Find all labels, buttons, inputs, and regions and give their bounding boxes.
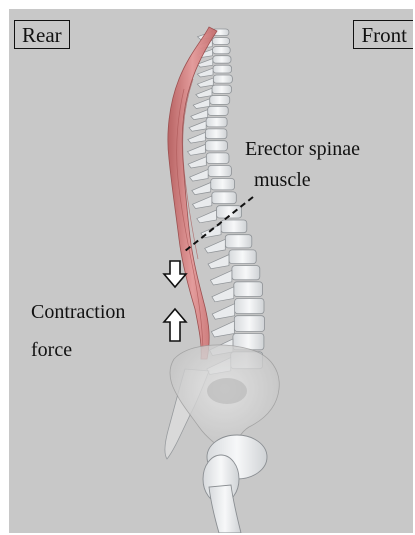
figure-panel: Rear Front Erector spinae muscle Contrac…: [9, 9, 413, 533]
force-label-line2: force: [31, 337, 72, 363]
force-label-line1: Contraction: [31, 299, 125, 325]
annotation-layer: [9, 9, 413, 533]
down-arrow-icon: [164, 261, 186, 287]
up-arrow-icon: [164, 309, 186, 341]
muscle-leader-line: [185, 197, 253, 251]
